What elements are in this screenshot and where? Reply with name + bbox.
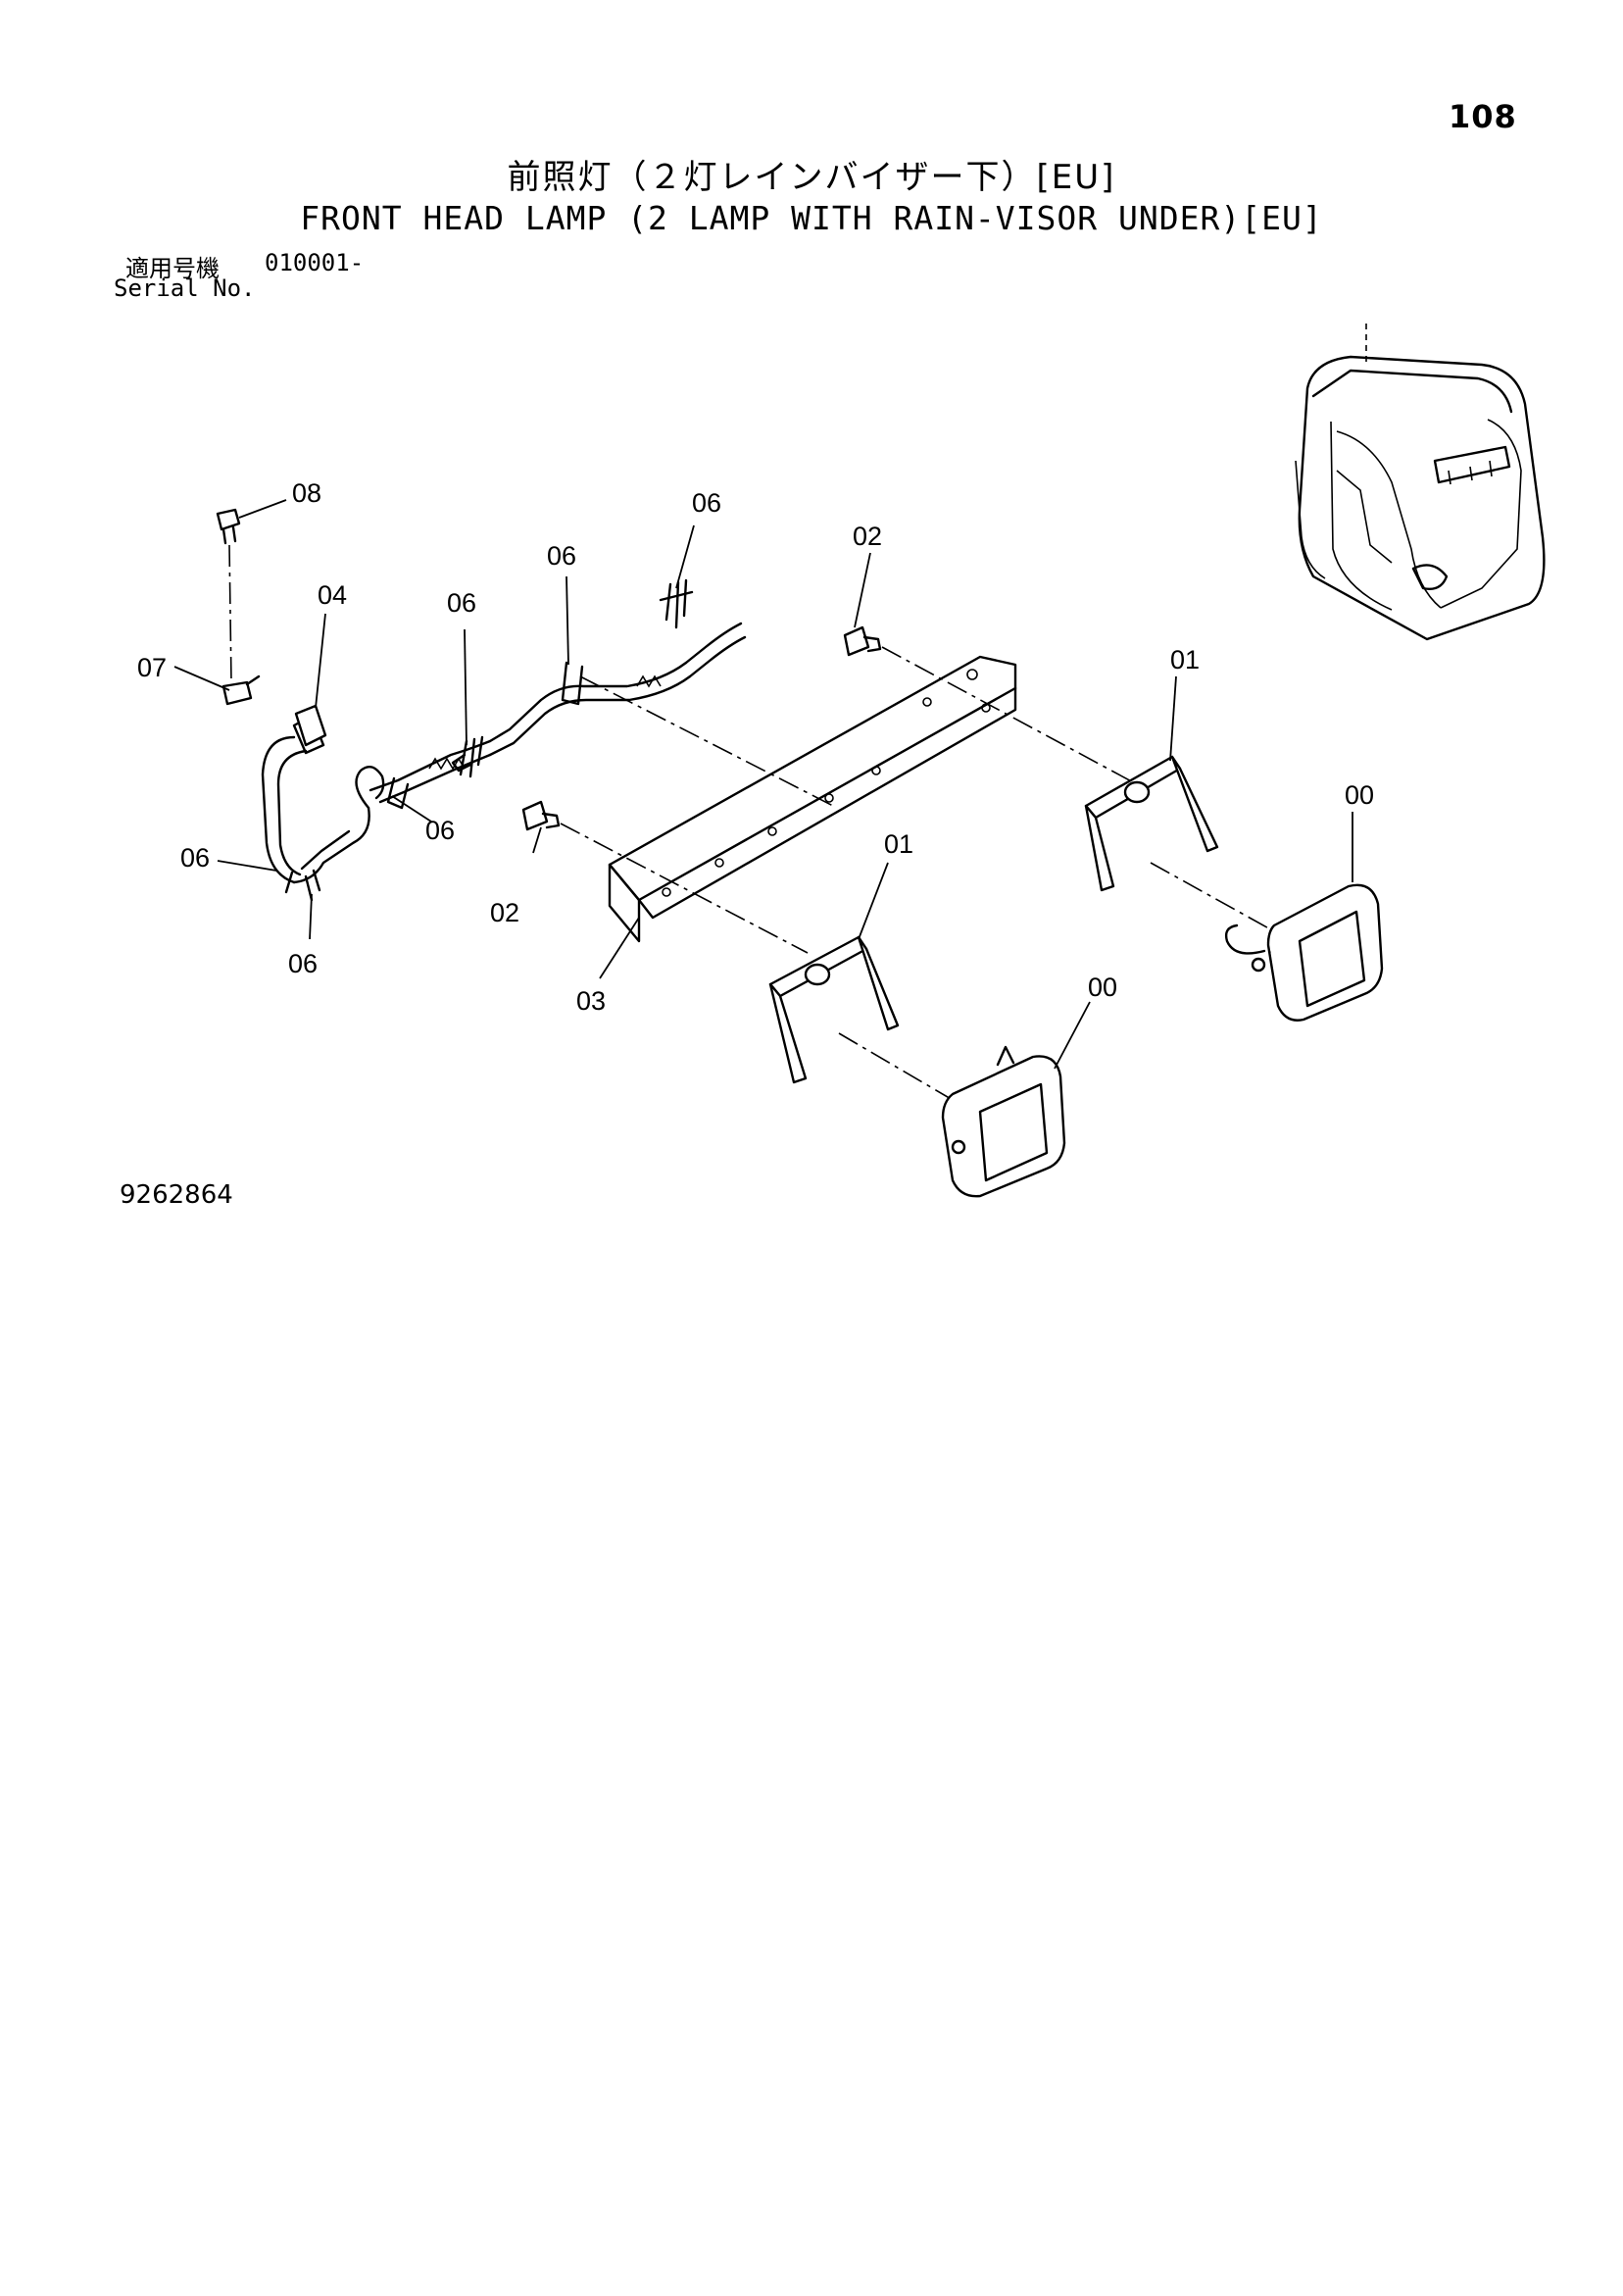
assembly-line-02-top	[881, 646, 1138, 785]
serial-label-english: Serial No.	[114, 275, 256, 302]
callout-01-right: 01	[1170, 645, 1200, 674]
assembly-line-01-left	[838, 1032, 954, 1101]
drawing-number: 9262864	[120, 1180, 233, 1210]
callout-labels: 08 04 07 06 06 06 06 06 06 02 02 03 01 0…	[137, 478, 1374, 1016]
callout-02-top: 02	[853, 522, 882, 551]
callout-04: 04	[318, 580, 347, 610]
callout-08: 08	[292, 478, 321, 508]
callout-06-left: 06	[180, 843, 210, 873]
assembly-line-08	[228, 544, 232, 683]
page-title-japanese: 前照灯（２灯レインバイザー下）[EU]	[507, 158, 1116, 197]
leader-lines	[173, 499, 1353, 1070]
bolt-02-top	[843, 625, 882, 657]
clip-07	[221, 674, 261, 706]
lamp-stay-01-left	[768, 935, 900, 1084]
connector-04	[294, 704, 327, 747]
callout-07: 07	[137, 653, 167, 682]
assembly-line-01-right	[1150, 862, 1275, 932]
bracket-03	[608, 655, 1017, 943]
callout-06-harness-left: 06	[447, 588, 476, 618]
serial-label-japanese: 適用号機	[125, 255, 220, 282]
wire-harness	[261, 578, 747, 902]
callout-06-harness-right: 06	[692, 488, 721, 518]
page-title-english: FRONT HEAD LAMP (2 LAMP WITH RAIN-VISOR …	[300, 199, 1323, 237]
cab-locator-illustration	[1295, 324, 1546, 641]
page-number: 108	[1449, 98, 1517, 135]
callout-02-bottom: 02	[490, 898, 519, 927]
head-lamp-00-right	[1224, 883, 1384, 1022]
callout-03: 03	[576, 986, 606, 1016]
serial-number-value: 010001-	[265, 249, 365, 276]
callout-00-right: 00	[1345, 780, 1374, 810]
callout-00-left: 00	[1088, 973, 1117, 1002]
callout-01-left: 01	[884, 829, 913, 859]
lamp-stay-01-right	[1084, 755, 1219, 892]
bolt-02-bottom	[521, 800, 561, 831]
assembly-line-02-bottom	[560, 823, 809, 954]
assembly-line-harness	[579, 675, 834, 807]
callout-06-mid: 06	[425, 816, 455, 845]
callout-06-bottom: 06	[288, 949, 318, 978]
head-lamp-00-left	[941, 1045, 1066, 1198]
callout-06-harness-mid: 06	[547, 541, 576, 571]
bolt-08	[216, 508, 241, 545]
